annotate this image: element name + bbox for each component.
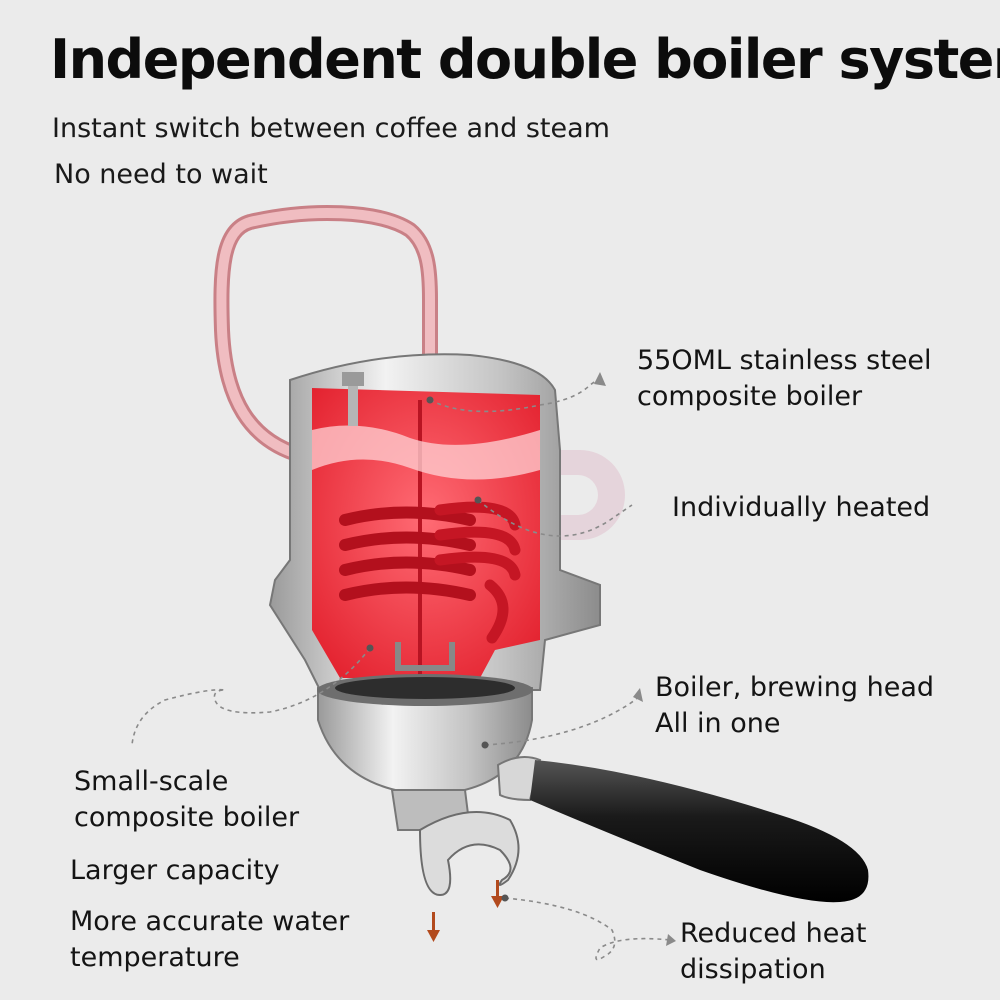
subtitle-line-2: No need to wait (54, 159, 268, 190)
boiler-shell (268, 353, 601, 691)
callout-brew-head: Boiler, brewing head All in one (655, 670, 934, 742)
callout-small-boiler-line2: composite boiler (74, 802, 300, 833)
leader-arrowhead (633, 688, 643, 702)
leader-arrowhead (666, 934, 676, 946)
steam-pipe (213, 205, 438, 673)
portafilter-handle (496, 755, 869, 903)
callout-brew-head-line1: Boiler, brewing head (655, 672, 935, 703)
leader-heating (477, 499, 633, 537)
callout-boiler-spec: 55OML stainless steel composite boiler (637, 343, 932, 415)
callout-boiler-spec-line1: 55OML stainless steel (637, 345, 932, 376)
leader-dot (426, 396, 434, 404)
leader-boiler-spec (429, 377, 601, 413)
callout-small-boiler-line1: Small-scale (74, 766, 229, 797)
drip-arrow-right (491, 880, 504, 908)
page-title: Independent double boiler system (50, 28, 1000, 91)
leader-arrowhead (594, 372, 606, 386)
leader-small-boiler (131, 647, 371, 746)
callout-heat-loss: Reduced heat dissipation (680, 916, 866, 988)
brew-head (317, 642, 533, 797)
callout-accuracy-line2: temperature (70, 942, 240, 973)
leader-dot (501, 894, 509, 902)
callout-brew-head-line2: All in one (655, 708, 781, 739)
leader-heat-loss (504, 897, 671, 961)
heating-coil (339, 501, 521, 644)
callout-capacity-line1: Larger capacity (70, 855, 280, 886)
leader-dot (481, 741, 489, 749)
callout-accuracy: More accurate water temperature (70, 904, 349, 976)
callout-heat-loss-line2: dissipation (680, 954, 826, 985)
subtitle-line-1: Instant switch between coffee and steam (52, 113, 610, 144)
callout-accuracy-line1: More accurate water (70, 906, 350, 937)
callout-heating: Individually heated (672, 490, 930, 526)
leader-dot (366, 644, 374, 652)
callout-heat-loss-line1: Reduced heat (680, 918, 867, 949)
callout-small-boiler: Small-scale composite boiler (74, 764, 299, 836)
drip-arrow-left (427, 912, 440, 942)
portafilter-spouts (390, 789, 520, 897)
callout-boiler-spec-line2: composite boiler (637, 381, 863, 412)
callout-capacity: Larger capacity (70, 853, 280, 889)
leader-dot (474, 496, 482, 504)
callout-heating-line1: Individually heated (672, 492, 931, 523)
